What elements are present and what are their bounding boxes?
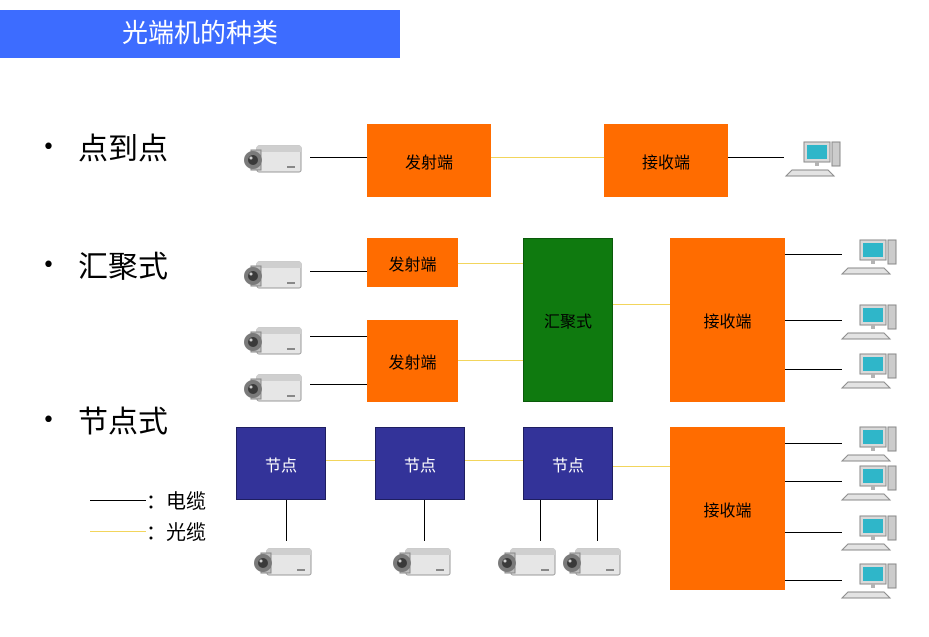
agg-receiver: 接收端 [670,238,785,402]
node-receiver: 接收端 [670,427,785,590]
cable-line [424,500,425,541]
cable-line [785,443,842,444]
computer-icon [838,512,898,552]
fiber-line [458,360,523,361]
fiber-line [613,304,670,305]
bullet-marker: • [42,408,55,433]
cable-line [785,481,842,482]
bullet-marker: • [42,253,55,278]
cable-line [597,500,598,541]
cable-line [785,254,842,255]
cable-line [728,157,784,158]
cable-line [540,500,541,541]
cable-line [785,532,842,533]
fiber-line [491,157,604,158]
title-banner: 光端机的种类 [0,10,400,58]
bullet-aggregation: 汇聚式 [78,250,168,285]
node-2: 节点 [375,427,465,500]
camera-icon [253,545,313,581]
computer-icon [838,560,898,600]
p2p-transmitter: 发射端 [367,124,491,197]
cable-line [785,369,842,370]
node-1: 节点 [236,427,326,500]
bullet-node: 节点式 [78,405,168,440]
camera-icon [497,545,557,581]
camera-icon [243,142,303,178]
legend-fiber-swatch [90,531,146,532]
legend-fiber-label: ：光缆 [146,520,206,544]
legend-cable-swatch [90,500,146,501]
camera-icon [562,545,622,581]
cable-line [785,320,842,321]
fiber-line [465,460,523,461]
computer-icon [838,423,898,463]
legend-cable-label: ：电缆 [146,489,206,513]
cable-line [310,157,367,158]
camera-icon [243,324,303,360]
bullet-point-to-point: 点到点 [78,132,168,167]
camera-icon [243,371,303,407]
camera-icon [392,545,452,581]
computer-icon [838,236,898,276]
bullet-marker: • [42,135,55,160]
agg-hub: 汇聚式 [523,238,613,402]
fiber-line [613,466,670,467]
computer-icon [838,301,898,341]
fiber-line [458,263,523,264]
camera-icon [243,258,303,294]
agg-transmitter-2: 发射端 [367,320,458,402]
fiber-line [326,460,375,461]
computer-icon [782,138,842,178]
cable-line [310,384,367,385]
cable-line [310,271,367,272]
page-title: 光端机的种类 [121,19,278,49]
computer-icon [838,350,898,390]
cable-line [785,580,842,581]
computer-icon [838,462,898,502]
cable-line [310,336,367,337]
node-3: 节点 [523,427,613,500]
cable-line [286,500,287,541]
agg-transmitter-1: 发射端 [367,238,458,287]
p2p-receiver: 接收端 [604,124,728,197]
